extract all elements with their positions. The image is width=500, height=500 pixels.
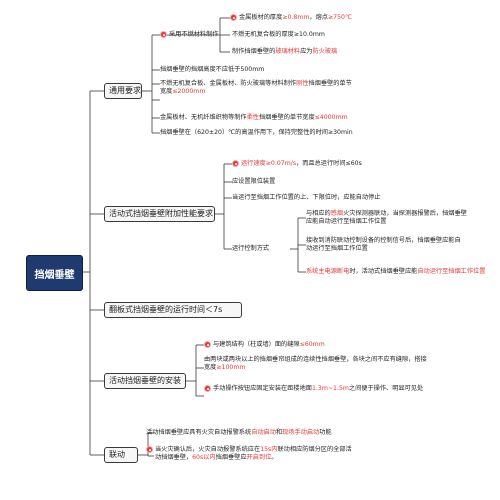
- node-high-temp: 挡烟垂壁在（620±20）℃的高温作用下，保持完整性的时间≥30min: [160, 129, 353, 136]
- node-manual-button: 手动操作按钮应固定安装在距楼地面1.3m~1.5m之间便于操作、明显可见处: [213, 385, 424, 392]
- alert-icon: [204, 385, 211, 392]
- node-auto-start: 活动挡烟垂壁应具有火灾自动报警系统自动启动和现场手动启动功能: [146, 429, 332, 436]
- node-gap: 与建筑结构（柱或墙）面的缝隙≤60mm: [213, 341, 325, 348]
- alert-icon: [146, 446, 153, 453]
- node-linkage-sequence: 当火灾确认后，火灾自动报警系统应在15s内联动相应防烟分区的全部活动挡烟垂壁，6…: [155, 446, 352, 461]
- node-smoke-detector: 与相应的感烟火灾探测器联动，当探测器报警后，挡烟垂壁应能自动运行至挡烟工作位置: [306, 210, 467, 225]
- alert-icon: [204, 341, 211, 348]
- node-smoke-height: 挡烟垂壁的挡烟高度不应低于500mm: [160, 66, 265, 73]
- branch-general-requirements: 通用要求: [104, 83, 142, 99]
- node-flex-width: 金属板材、无机纤维织物等制作柔性挡烟垂壁的单节宽度≤4000mm: [160, 114, 348, 121]
- node-nonmetal-thickness: 不燃无机复合板的厚度≥10.0mm: [232, 31, 325, 38]
- node-rigid-width: 不燃无机复合板、金属板材、防火玻璃等材料制作刚性挡烟垂壁的单节宽度≤2000mm: [160, 80, 352, 95]
- alert-icon: [230, 14, 237, 21]
- branch-flip-runtime: 翻板式挡烟垂壁的运行时间＜7s: [104, 302, 242, 318]
- node-limit-device: 应设置限位装置: [232, 178, 276, 185]
- branch-linkage: 联动: [104, 447, 138, 463]
- node-linkage-signal: 接收到消防联动控制设备的控制信号后，挡烟垂壁应能自动运行至挡烟工作位置: [306, 237, 461, 252]
- node-overlap: 由两块或两块以上的挡烟垂帘组成的连续性挡烟垂壁，各块之间不应有缝隙，搭接宽度≥1…: [204, 356, 427, 371]
- node-power-off: 系统主电源断电时，活动式挡烟垂壁应能自动运行至挡烟工作位置: [306, 268, 486, 275]
- node-control-mode: 运行控制方式: [232, 245, 270, 252]
- branch-installation: 活动挡烟垂壁的安装: [104, 373, 186, 389]
- alert-icon: [232, 160, 239, 167]
- root-node: 挡烟垂壁: [26, 255, 83, 291]
- node-glass: 制作挡烟垂壁的玻璃材料应为防火玻璃: [232, 48, 338, 55]
- node-metal-thickness: 金属板材的厚度≥0.8mm，熔点≥750℃: [239, 14, 352, 21]
- node-material: 采用不燃材料制作: [169, 31, 219, 38]
- branch-movable-extra: 活动式挡烟垂壁附加性能要求: [104, 206, 215, 222]
- node-auto-stop: 当运行至挡烟工作位置的上、下限位时，应能自动停止: [232, 194, 381, 201]
- node-run-speed: 运行速度≥0.07m/s，而且总运行时间≤60s: [241, 160, 362, 167]
- alert-icon: [160, 31, 167, 38]
